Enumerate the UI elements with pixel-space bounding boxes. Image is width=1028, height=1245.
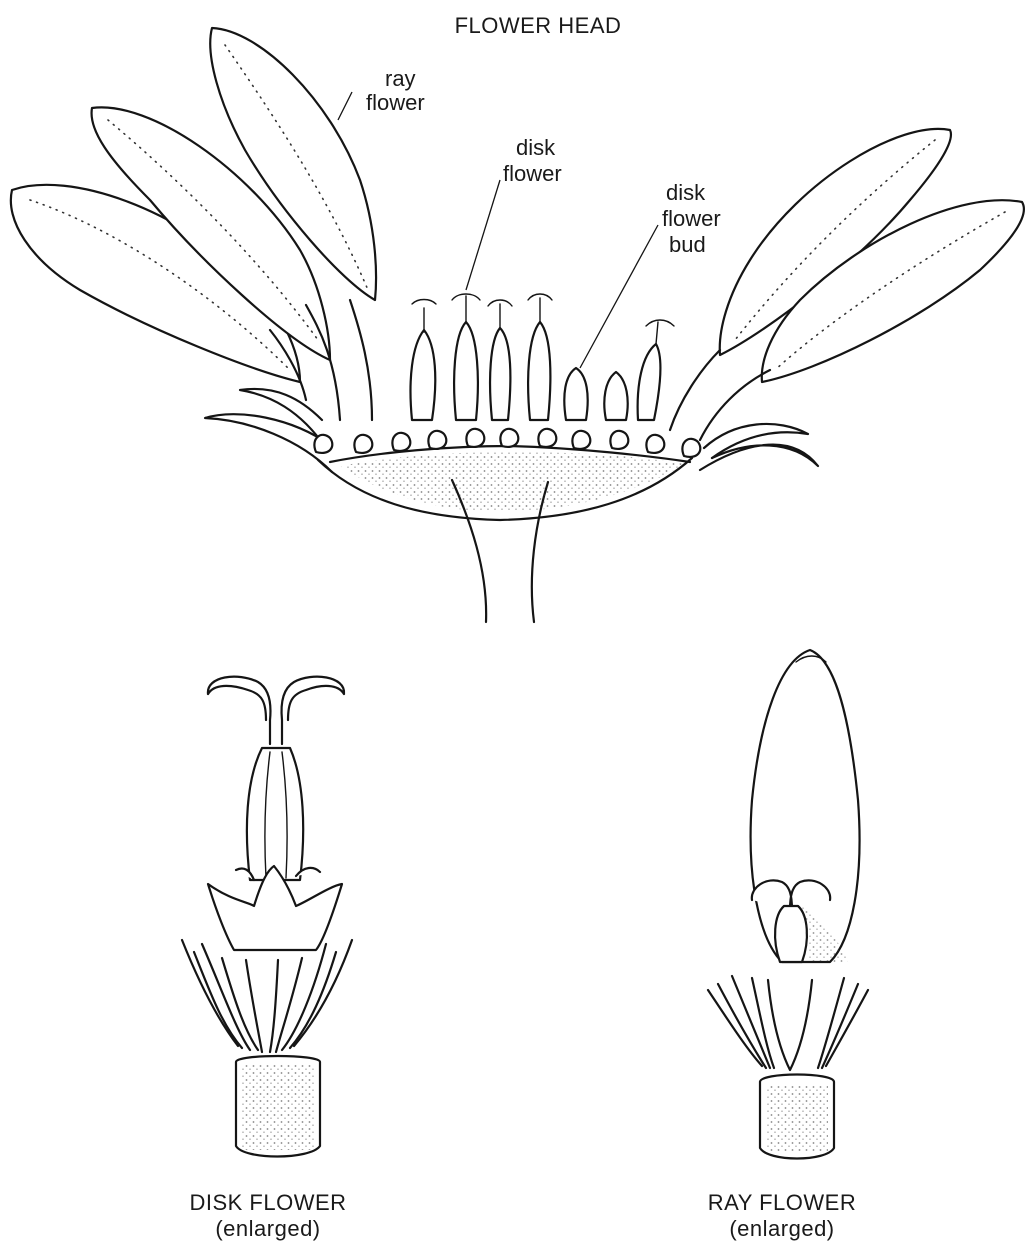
caption-ray-flower-note: (enlarged) bbox=[729, 1216, 834, 1241]
corolla bbox=[208, 866, 342, 950]
figure-title: FLOWER HEAD bbox=[455, 13, 622, 38]
caption-disk-flower: DISK FLOWER bbox=[189, 1190, 346, 1215]
stigma bbox=[208, 677, 271, 744]
label-ray-flower: ray flower bbox=[366, 66, 425, 115]
disk-flower-bud bbox=[564, 368, 587, 420]
disk-flower-illustration bbox=[182, 677, 352, 1157]
bract-right-inner bbox=[704, 424, 808, 458]
flower-head-illustration bbox=[11, 28, 1024, 622]
label-line-disk-flower bbox=[466, 180, 500, 290]
caption-ray-flower: RAY FLOWER bbox=[708, 1190, 856, 1215]
label-disk-flower: disk flower bbox=[503, 135, 562, 186]
anther-tube bbox=[247, 748, 303, 880]
label-line-ray bbox=[338, 92, 352, 120]
disk-florets bbox=[270, 294, 770, 457]
caption-disk-flower-note: (enlarged) bbox=[215, 1216, 320, 1241]
bract-right-outer bbox=[700, 445, 818, 470]
ray-flower-illustration bbox=[708, 650, 868, 1159]
bract-left-outer bbox=[205, 414, 332, 472]
label-disk-flower-bud: disk flower bud bbox=[662, 180, 727, 257]
label-line-disk-flower-bud bbox=[580, 225, 658, 368]
